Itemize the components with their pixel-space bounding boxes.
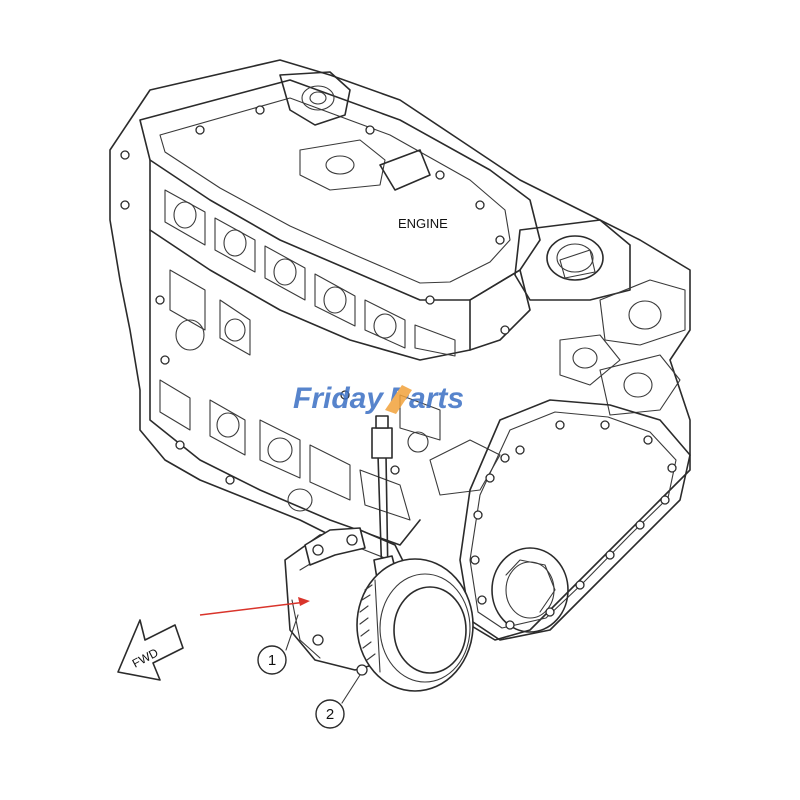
right-manifold xyxy=(559,279,686,416)
engine-label: ENGINE xyxy=(398,216,448,231)
compressor-pulley xyxy=(356,558,474,692)
callout-1-number: 1 xyxy=(268,652,276,669)
port-row xyxy=(164,189,456,357)
callout-1: 1 xyxy=(257,614,299,675)
ac-compressor xyxy=(284,415,474,692)
exhaust-flange xyxy=(514,219,631,301)
callout-2: 2 xyxy=(315,674,361,729)
watermark-swoosh-icon xyxy=(385,385,412,414)
callout-2-number: 2 xyxy=(326,706,334,723)
timing-cover xyxy=(459,399,691,641)
block-side xyxy=(149,229,501,546)
red-pointer-arrow xyxy=(199,597,310,616)
watermark-part1: Friday xyxy=(293,382,384,415)
fwd-arrow: FWD xyxy=(117,619,184,681)
thermostat-housing xyxy=(279,71,431,191)
engine-block xyxy=(109,59,691,641)
head-bolts xyxy=(120,105,510,485)
